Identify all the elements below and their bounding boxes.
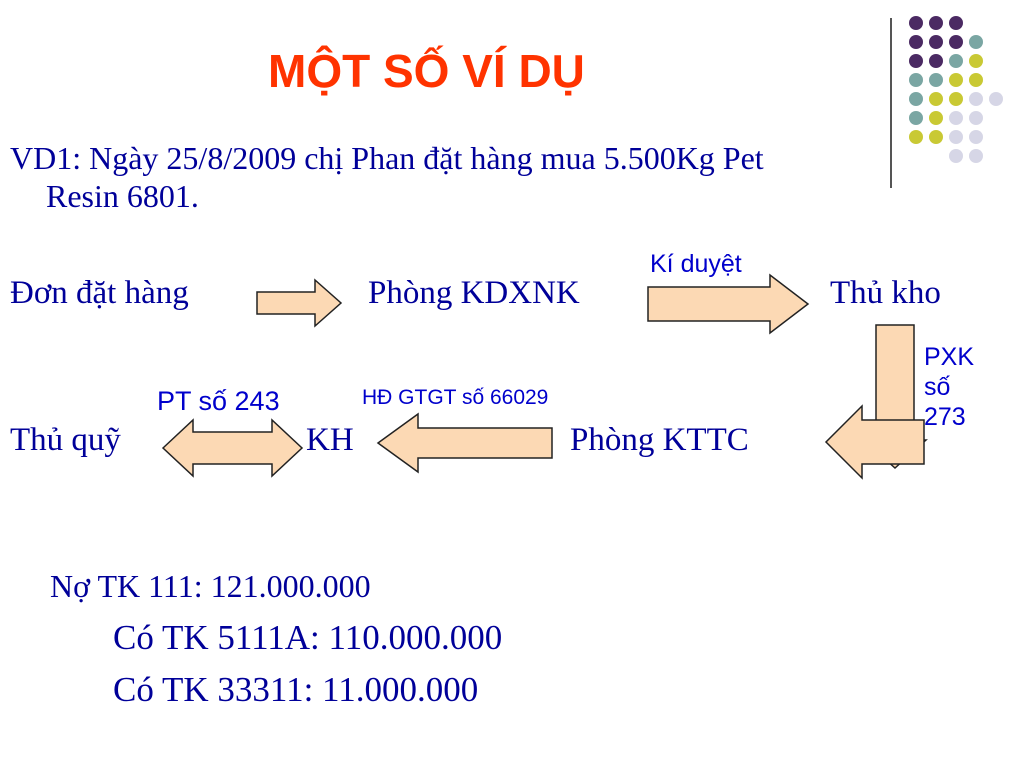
arrow-left-to-kttc: [824, 404, 925, 480]
label-ki-duyet: Kí duyệt: [650, 250, 742, 278]
dot: [909, 73, 923, 87]
dot: [929, 16, 943, 30]
dot: [949, 111, 963, 125]
dot: [949, 54, 963, 68]
dot: [909, 130, 923, 144]
node-phong-kttc: Phòng KTTC: [570, 422, 749, 458]
arrow-left-kttc-to-kh: [376, 412, 553, 474]
dots: [909, 16, 1003, 163]
label-pxk-line1: PXK: [924, 343, 975, 371]
node-thu-kho: Thủ kho: [830, 275, 941, 311]
dot: [929, 92, 943, 106]
example-line-1: VD1: Ngày 25/8/2009 chị Phan đặt hàng mu…: [10, 140, 764, 176]
node-phong-kdxnk: Phòng KDXNK: [368, 275, 580, 311]
page-title: MỘT SỐ VÍ DỤ: [268, 45, 585, 97]
example-line-2: Resin 6801.: [46, 178, 199, 214]
dot: [949, 16, 963, 30]
label-hd-gtgt: HĐ GTGT số 66029: [362, 386, 549, 409]
node-thu-quy: Thủ quỹ: [10, 422, 121, 458]
dot: [909, 92, 923, 106]
dot: [949, 35, 963, 49]
node-don-dat-hang: Đơn đặt hàng: [10, 275, 189, 311]
arrow-double-thuquy-kh: [161, 418, 304, 478]
dot: [949, 130, 963, 144]
dot: [929, 54, 943, 68]
entry-co-2: Có TK 33311: 11.000.000: [113, 670, 479, 709]
dot: [969, 54, 983, 68]
dot: [909, 35, 923, 49]
dot: [969, 73, 983, 87]
label-pxk-line3: 273: [924, 403, 966, 431]
label-pxk-line2: số: [924, 373, 951, 401]
dot: [909, 16, 923, 30]
dot: [969, 111, 983, 125]
label-pxk: PXK số 273: [924, 342, 1004, 432]
dot: [929, 73, 943, 87]
dot: [929, 35, 943, 49]
dot: [929, 111, 943, 125]
divider-line: [890, 18, 892, 188]
dot: [969, 149, 983, 163]
entry-no: Nợ TK 111: 121.000.000: [50, 568, 371, 604]
dot: [909, 111, 923, 125]
entry-co-1: Có TK 5111A: 110.000.000: [113, 618, 503, 657]
label-pt: PT số 243: [157, 386, 280, 416]
dot: [969, 35, 983, 49]
dot: [949, 73, 963, 87]
dot: [909, 54, 923, 68]
dot: [969, 130, 983, 144]
arrow-right-kdxnk-to-thukho: [647, 273, 810, 335]
dot: [949, 149, 963, 163]
dot: [969, 92, 983, 106]
dot: [929, 130, 943, 144]
node-kh: KH: [306, 422, 354, 458]
dot: [989, 92, 1003, 106]
dot: [949, 92, 963, 106]
arrow-right-don-to-kdxnk: [256, 278, 343, 328]
